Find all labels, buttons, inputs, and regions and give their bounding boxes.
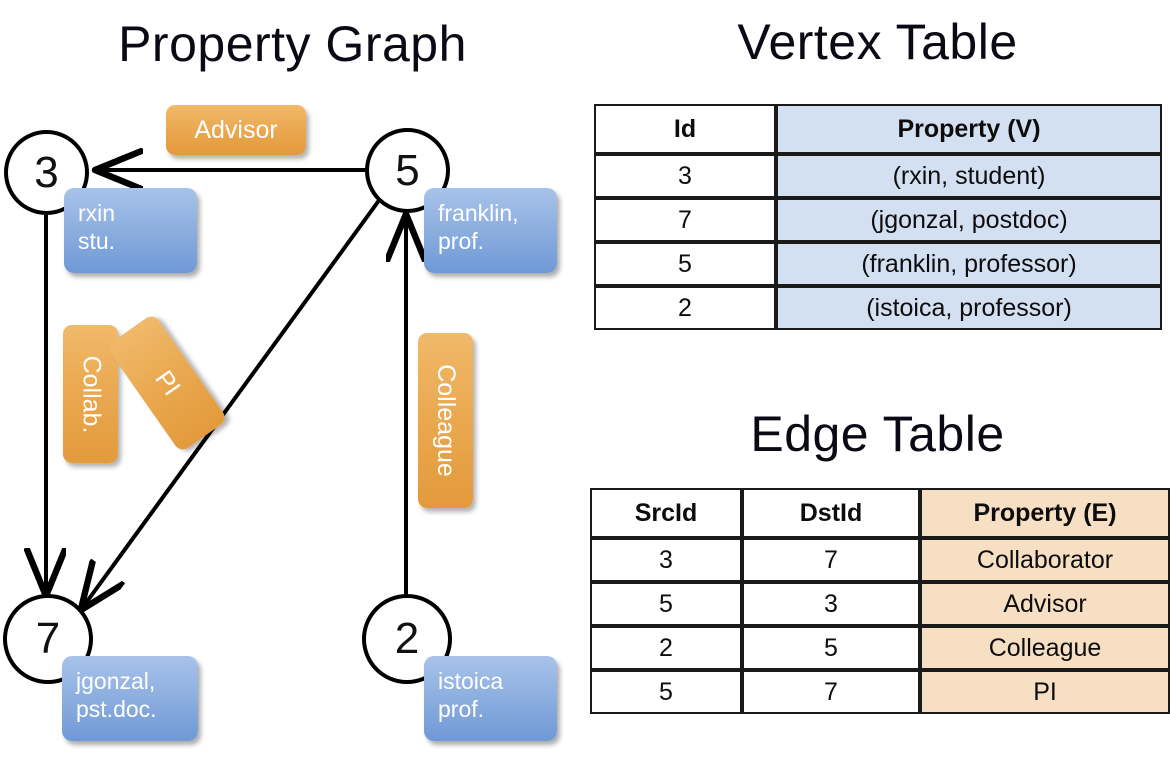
table-row: 5 3 Advisor	[590, 582, 1170, 626]
edge-label-advisor: Advisor	[166, 105, 306, 155]
table-row: 2 5 Colleague	[590, 626, 1170, 670]
vertex-cell-property: (jgonzal, postdoc)	[776, 198, 1162, 242]
vertex-cell-id: 7	[594, 198, 776, 242]
vertex-property-3-line1: rxin	[78, 200, 116, 226]
edge-label-pi-text: PI	[149, 365, 186, 401]
edge-cell-src: 3	[590, 538, 742, 582]
page-title-edge-table: Edge Table	[750, 406, 1005, 462]
vertex-table-header-row: Id Property (V)	[594, 104, 1162, 154]
edge-cell-property: Colleague	[920, 626, 1170, 670]
vertex-property-box-2: istoica prof.	[424, 656, 557, 741]
edge-5-to-7-pi	[83, 197, 382, 607]
edge-cell-property: Advisor	[920, 582, 1170, 626]
table-row: 2 (istoica, professor)	[594, 286, 1162, 330]
page-title-vertex-table: Vertex Table	[737, 14, 1018, 70]
edge-cell-dst: 7	[742, 538, 920, 582]
vertex-cell-id: 5	[594, 242, 776, 286]
vertex-property-box-5: franklin, prof.	[424, 188, 557, 273]
edge-table-header-dstid: DstId	[742, 488, 920, 538]
graph-edges-svg	[0, 0, 585, 760]
edge-cell-dst: 7	[742, 670, 920, 714]
vertex-cell-property: (franklin, professor)	[776, 242, 1162, 286]
edge-cell-src: 5	[590, 670, 742, 714]
edge-table-header-srcid: SrcId	[590, 488, 742, 538]
page-title-property-graph: Property Graph	[118, 16, 467, 72]
vertex-table: Id Property (V) 3 (rxin, student) 7 (jgo…	[594, 104, 1162, 330]
vertex-property-5-line2: prof.	[438, 228, 485, 254]
edge-table-header-property: Property (E)	[920, 488, 1170, 538]
table-row: 5 (franklin, professor)	[594, 242, 1162, 286]
vertex-cell-property: (rxin, student)	[776, 154, 1162, 198]
edge-cell-property: Collaborator	[920, 538, 1170, 582]
vertex-property-2-line1: istoica	[438, 668, 504, 694]
vertex-property-5-line1: franklin,	[438, 200, 519, 226]
vertex-cell-id: 3	[594, 154, 776, 198]
edge-label-colleague: Colleague	[418, 333, 473, 508]
table-row: 3 7 Collaborator	[590, 538, 1170, 582]
edge-label-advisor-text: Advisor	[194, 115, 278, 144]
edge-cell-dst: 3	[742, 582, 920, 626]
vertex-cell-id: 2	[594, 286, 776, 330]
vertex-property-7-line2: pst.doc.	[76, 696, 157, 722]
vertex-property-2-line2: prof.	[438, 696, 485, 722]
edge-cell-dst: 5	[742, 626, 920, 670]
edge-cell-src: 2	[590, 626, 742, 670]
edge-label-colleague-text: Colleague	[432, 364, 460, 477]
edge-label-collab-text: Collab.	[77, 355, 106, 433]
table-row: 7 (jgonzal, postdoc)	[594, 198, 1162, 242]
node-circle-2[interactable]: 2	[362, 594, 452, 684]
table-row: 5 7 PI	[590, 670, 1170, 714]
edge-cell-property: PI	[920, 670, 1170, 714]
table-row: 3 (rxin, student)	[594, 154, 1162, 198]
vertex-property-3-line2: stu.	[78, 228, 116, 254]
vertex-cell-property: (istoica, professor)	[776, 286, 1162, 330]
vertex-property-7-line1: jgonzal,	[76, 668, 156, 694]
edge-cell-src: 5	[590, 582, 742, 626]
vertex-property-box-7: jgonzal, pst.doc.	[62, 656, 198, 741]
vertex-table-header-property: Property (V)	[776, 104, 1162, 154]
edge-table-header-row: SrcId DstId Property (E)	[590, 488, 1170, 538]
vertex-table-header-id: Id	[594, 104, 776, 154]
vertex-property-box-3: rxin stu.	[64, 188, 197, 273]
edge-table: SrcId DstId Property (E) 3 7 Collaborato…	[590, 488, 1170, 714]
